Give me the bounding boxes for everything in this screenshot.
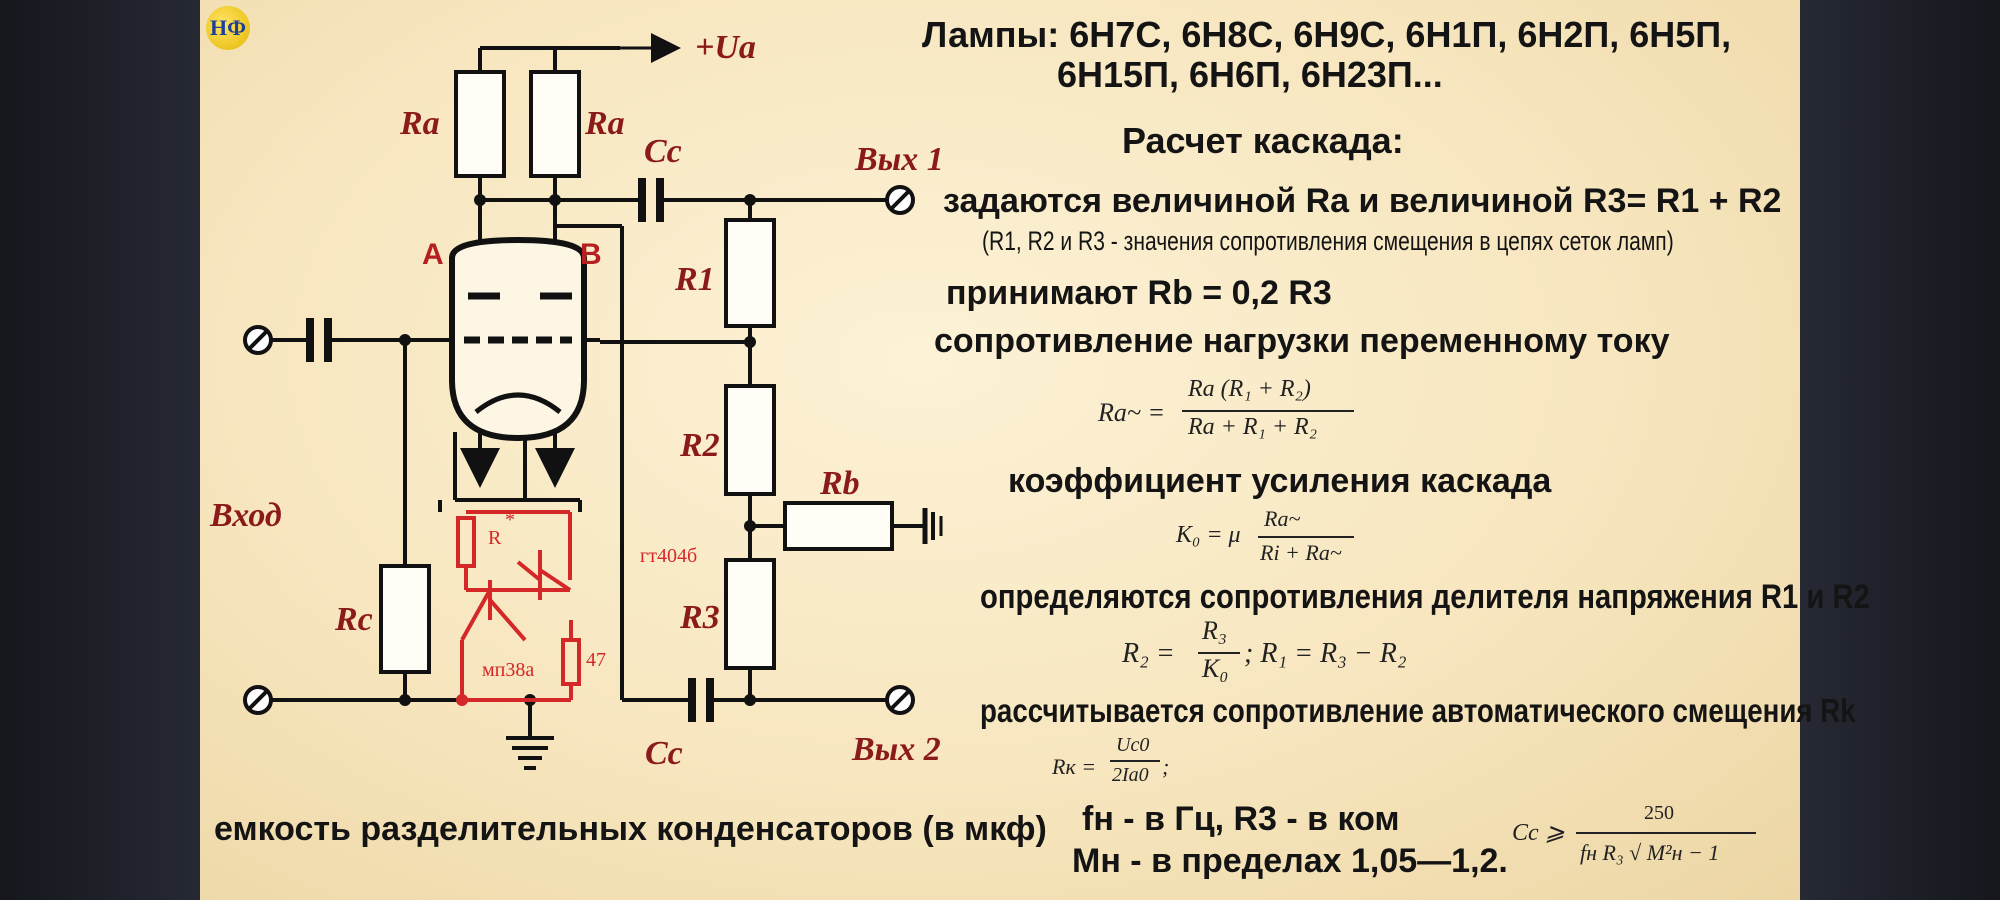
triode-b-label: B [580, 238, 602, 271]
formula-rk-den: 2Iа0 [1112, 764, 1149, 786]
formula-cap-lhs: Cc ⩾ [1512, 820, 1565, 846]
r-star-mark: * [505, 509, 515, 531]
line-ra: задаются величиной Ra и величиной R3= R1… [943, 182, 1782, 220]
r-star-resistor [456, 516, 476, 568]
formula-load-bar [1182, 410, 1354, 412]
r2-label: R2 [679, 427, 720, 464]
cathode-arrows [460, 440, 575, 488]
line-fn: fн - в Гц, R3 - в ком [1082, 800, 1400, 838]
formula-load-den: Rа + R₁ + R₂ [1188, 414, 1318, 440]
terminals [243, 185, 915, 715]
line-mn: Мн - в пределах 1,05—1,2. [1072, 842, 1508, 880]
rb-resistor [783, 501, 894, 551]
formula-rk-num: Uc0 [1116, 734, 1150, 756]
formula-cap-den: fн R₃ √ M²н − 1 [1580, 840, 1720, 865]
triode-a-label: A [422, 238, 444, 271]
schematic-diagram: +Ua Ra Ra Cc Вых 1 R1 R2 Rb R3 Вход Rc C… [209, 29, 944, 772]
formula-gain-bar [1258, 536, 1354, 538]
line-cap: емкость разделительных конденсаторов (в … [214, 810, 1047, 848]
formula-load-lhs: Rа~ = [1098, 398, 1165, 427]
line-note: (R1, R2 и R3 - значения сопротивления см… [982, 226, 1674, 256]
formula-div-num: R₃ [1202, 616, 1227, 645]
tubes-title-line1: Лампы: 6Н7С, 6Н8С, 6Н9С, 6Н1П, 6Н2П, 6Н5… [922, 14, 1732, 55]
formula-cap-bar [1576, 832, 1756, 834]
transistor-mp-label: мп38а [482, 659, 534, 681]
ra-left-resistor [454, 70, 506, 178]
rb-label: Rb [819, 465, 860, 502]
formula-rk-bar [1110, 760, 1160, 762]
tubes-title-line2: 6Н15П, 6Н6П, 6Н23П... [1057, 54, 1443, 95]
line-rb: принимают Rb = 0,2 R3 [946, 274, 1332, 312]
line-gain: коэффициент усиления каскада [1008, 462, 1552, 500]
junction-dots [399, 194, 756, 706]
formula-div-bar [1198, 652, 1240, 654]
r47-label: 47 [586, 649, 606, 671]
out2-label: Вых 2 [851, 731, 941, 768]
cc-bottom-label: Cc [645, 735, 683, 772]
formula-gain-lhs: K₀ = μ [1176, 522, 1241, 548]
rc-label: Rc [334, 601, 373, 638]
line-load: сопротивление нагрузки переменному току [934, 322, 1670, 360]
formula-rk-end: ; [1162, 754, 1170, 779]
transistor-gt-label: гт404б [640, 545, 697, 567]
rc-resistor [379, 564, 431, 674]
capacitors [306, 178, 714, 722]
out1-label: Вых 1 [854, 141, 944, 178]
cc-top-label: Cc [644, 133, 682, 170]
formula-gain-num: Rа~ [1264, 506, 1301, 531]
line-rk: рассчитывается сопротивление автоматичес… [980, 692, 1856, 729]
formula-div-r2: R₂ = [1122, 638, 1175, 669]
r3-label: R3 [679, 599, 720, 636]
formula-div-den: K₀ [1202, 654, 1229, 683]
ra-right-resistor [529, 70, 581, 178]
r2-resistor [724, 384, 776, 496]
calc-heading: Расчет каскада: [1122, 120, 1404, 161]
r1-label: R1 [674, 261, 715, 298]
formula-rk-lhs: Rк = [1052, 754, 1097, 779]
left-backdrop [0, 0, 200, 900]
r1-resistor [724, 218, 776, 328]
input-label: Вход [209, 497, 282, 534]
supply-label: +Ua [695, 29, 756, 66]
formula-gain-den: Ri + Rа~ [1260, 540, 1342, 565]
slide: НФ [200, 0, 1870, 900]
transistor-mod [456, 510, 581, 702]
formula-cap-num: 250 [1644, 802, 1674, 824]
double-triode-tube [449, 236, 587, 442]
r-star-label: R [488, 527, 502, 549]
r47-resistor [561, 638, 581, 686]
line-div: определяются сопротивления делителя напр… [980, 578, 1870, 616]
ra-left-label: Ra [399, 105, 440, 142]
formula-div-r1: ; R₁ = R₃ − R₂ [1244, 638, 1407, 669]
resistors [379, 70, 894, 674]
right-backdrop [1800, 0, 2000, 900]
formula-load-num: Rа (R₁ + R₂) [1188, 376, 1311, 402]
r3-resistor [724, 558, 776, 670]
logo-badge: НФ [206, 6, 250, 50]
red-junction [456, 694, 468, 706]
ra-right-label: Ra [584, 105, 625, 142]
